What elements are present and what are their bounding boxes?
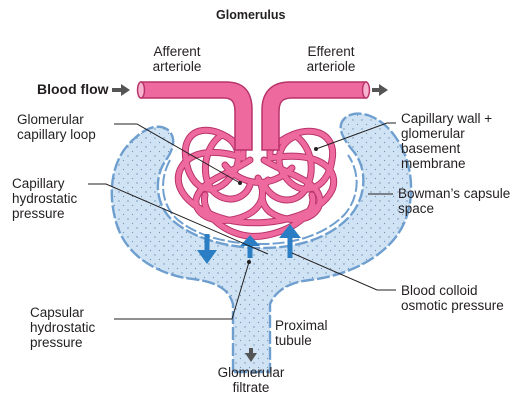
bowmans-capsule [112, 114, 411, 372]
blood-flow-arrow [112, 84, 130, 96]
efferent-flow-arrow [372, 84, 388, 96]
capillary-wall-label: Capillary wall + glomerular basement mem… [401, 111, 492, 171]
blood-colloid-osmotic-pressure-label: Blood colloid osmotic pressure [401, 283, 504, 313]
capsular-hydrostatic-pressure-label: Capsular hydrostatic pressure [30, 305, 95, 350]
blood-flow-label: Blood flow [37, 82, 109, 97]
glomerular-capillary-loop-label: Glomerular capillary loop [17, 112, 96, 142]
proximal-tubule-label: Proximal tubule [275, 318, 328, 348]
efferent-arteriole-label: Efferent arteriole [286, 44, 376, 74]
afferent-arteriole-label: Afferent arteriole [132, 44, 222, 74]
glomerular-filtrate-label: Glomerular filtrate [200, 365, 302, 395]
diagram-title: Glomerulus [216, 8, 285, 23]
bowmans-capsule-space-label: Bowman’s capsule space [398, 186, 510, 216]
capillary-hydrostatic-pressure-label: Capillary hydrostatic pressure [12, 176, 77, 221]
